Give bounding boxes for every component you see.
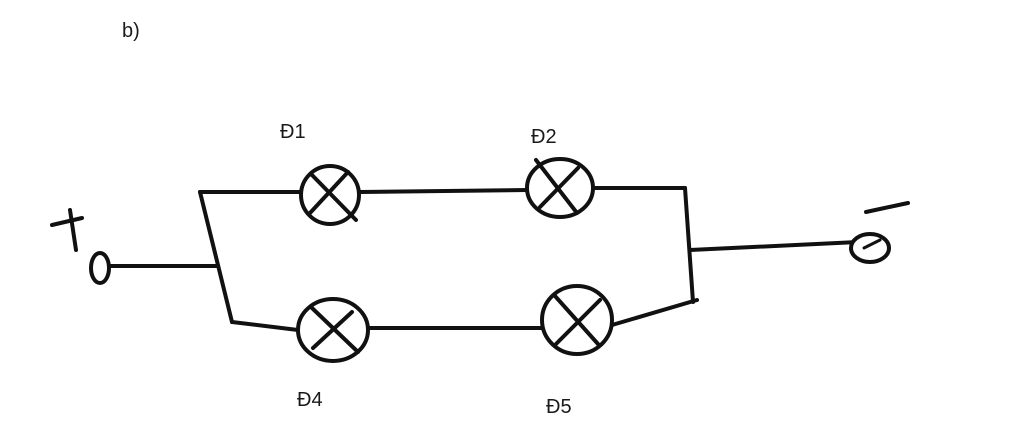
- wire-right-rail: [683, 186, 695, 304]
- lamp-d2-icon: [525, 157, 595, 219]
- lamp-d1-icon: [299, 164, 361, 226]
- wire-bottom-3: [610, 298, 699, 327]
- part-label: b): [122, 20, 140, 42]
- wire-top-2: [358, 188, 530, 194]
- lamp-label-d2: Đ2: [531, 126, 557, 148]
- lamp-label-d5: Đ5: [546, 396, 572, 418]
- positive-terminal-oval-icon: [89, 251, 111, 285]
- wire-left-rail: [198, 190, 234, 324]
- negative-sign: [864, 201, 910, 214]
- wire-right-output: [688, 240, 860, 252]
- wire-bottom-1: [230, 320, 300, 332]
- positive-terminal: [50, 208, 111, 285]
- negative-terminal: [849, 201, 910, 264]
- negative-terminal-oval-icon: [849, 232, 891, 264]
- lamp-d4-icon: [296, 297, 370, 363]
- lamp-d5-icon: [540, 284, 614, 356]
- lamp-label-d4: Đ4: [297, 389, 323, 411]
- lamp-label-d1: Đ1: [280, 121, 306, 143]
